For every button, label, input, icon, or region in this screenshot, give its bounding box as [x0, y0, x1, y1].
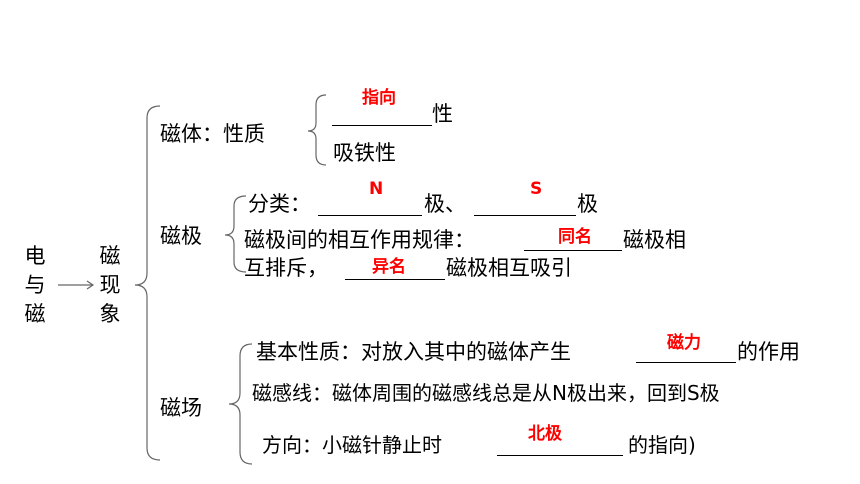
magnet-blank-1: [332, 125, 432, 126]
root-arrow: [58, 280, 95, 290]
pole-answer-same: 同名: [558, 227, 592, 247]
pole-answer-s: S: [530, 179, 543, 199]
magnet-label: 磁体：性质: [160, 122, 265, 146]
field-direction-prefix: 方向：小磁针静止时: [262, 433, 442, 457]
field-label: 磁场: [160, 396, 202, 420]
magnet-prop2: 吸铁性: [333, 141, 396, 165]
field-bracket: [228, 343, 253, 465]
pole-classify-suffix: 极: [577, 192, 598, 216]
pole-blank-s: [474, 215, 576, 216]
field-answer-force: 磁力: [667, 333, 701, 353]
field-blank-north: [497, 455, 623, 456]
pole-answer-n: N: [369, 179, 384, 199]
root-char-2: 与: [24, 273, 46, 297]
pole-bracket: [224, 195, 247, 273]
magnet-answer-direction: 指向: [362, 88, 396, 108]
main-bracket: [134, 105, 161, 461]
pole-classify-prefix: 分类：: [248, 192, 311, 216]
root-char-3: 磁: [24, 302, 46, 326]
pole-blank-same: [524, 250, 622, 251]
pole-rule-line1-prefix: 磁极间的相互作用规律：: [244, 228, 475, 252]
section-char-2: 现: [99, 273, 121, 297]
field-answer-north: 北极: [528, 424, 562, 444]
section-char-3: 象: [99, 302, 121, 326]
pole-rule-line2-prefix: 互排斥，: [244, 256, 328, 280]
magnet-prop1-suffix: 性: [432, 102, 453, 126]
pole-rule-line1-suffix: 磁极相: [623, 228, 686, 252]
field-basic-suffix: 的作用: [737, 340, 800, 364]
pole-blank-n: [318, 215, 422, 216]
field-lines-text: 磁感线：磁体周围的磁感线总是从N极出来，回到S极: [252, 381, 720, 405]
pole-classify-mid: 极、: [424, 192, 466, 216]
field-basic-prefix: 基本性质：对放入其中的磁体产生: [256, 340, 571, 364]
pole-answer-diff: 异名: [372, 257, 406, 277]
section-char-1: 磁: [99, 244, 121, 268]
pole-blank-diff: [345, 279, 445, 280]
root-char-1: 电: [24, 244, 46, 268]
magnet-bracket: [307, 94, 327, 166]
field-blank-force: [636, 362, 736, 363]
field-direction-suffix: 的指向): [628, 433, 696, 457]
pole-label: 磁极: [160, 224, 202, 248]
pole-rule-line2-suffix: 磁极相互吸引: [446, 256, 572, 280]
